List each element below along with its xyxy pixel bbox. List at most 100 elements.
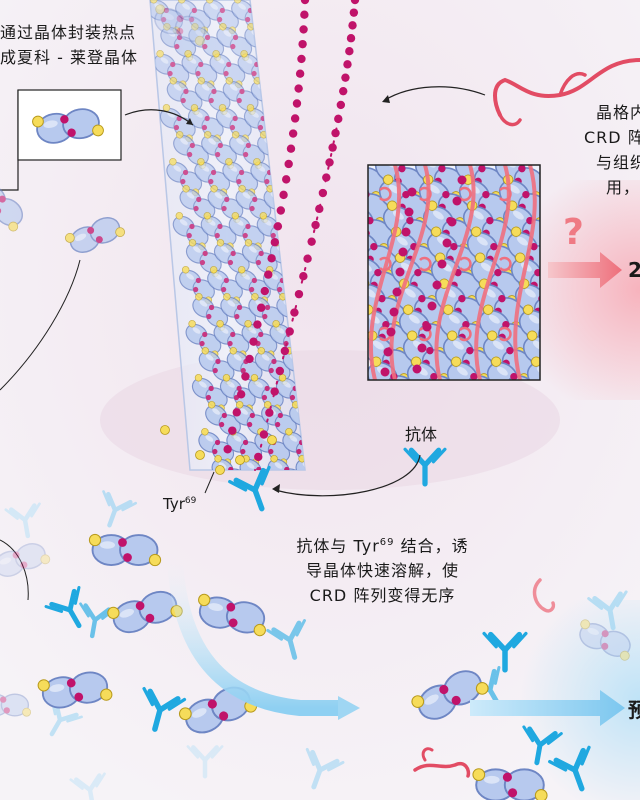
free-protein <box>154 4 206 46</box>
tyr-site <box>160 425 170 435</box>
free-protein <box>0 693 32 717</box>
tyr-site <box>267 435 277 445</box>
inset-dot <box>398 247 408 257</box>
antibody-icon <box>142 687 187 732</box>
inset-dot <box>452 196 462 206</box>
chain-dot <box>336 100 346 110</box>
chain-dot <box>303 254 312 263</box>
chain-dot <box>300 10 309 19</box>
inset-dot <box>457 175 467 185</box>
free-protein <box>198 593 266 637</box>
chain-dot <box>349 8 359 17</box>
chain-dot <box>325 158 334 167</box>
bottom-caption-line1-b: 结合，诱 <box>394 536 469 556</box>
free-protein <box>0 183 24 232</box>
chain-dot <box>228 426 237 435</box>
top-right-caption-line3: 与组织 <box>596 153 640 172</box>
chain-dot <box>343 60 352 69</box>
top-right-caption-line4: 用， <box>606 178 640 197</box>
chain-dot <box>334 114 343 124</box>
chain-dot <box>315 204 324 214</box>
chain-dot <box>253 320 262 329</box>
fiber-inset-border <box>367 164 541 381</box>
red-arrow-label: 2 <box>628 258 640 282</box>
chain-dot <box>299 25 308 34</box>
inset-protein <box>32 108 104 144</box>
inset-dot <box>389 307 399 317</box>
chain-dot <box>264 270 273 279</box>
antibody-icon <box>44 586 82 629</box>
free-protein <box>472 768 548 800</box>
bottom-caption-line1: 抗体与 Tyr69 结合，诱 <box>270 530 495 558</box>
chain-dot <box>290 114 300 123</box>
chain-dot <box>256 303 266 312</box>
chain-dot <box>328 143 337 152</box>
antibody-icon <box>186 745 224 779</box>
antibody-icon <box>403 447 447 487</box>
chain-dot <box>307 237 316 246</box>
antibody-icon <box>4 502 41 539</box>
chain-dot <box>223 445 232 454</box>
fiber-inset <box>367 164 541 381</box>
inset-dot <box>386 327 396 337</box>
chain-dot <box>276 206 286 215</box>
inset-dot <box>437 259 447 269</box>
bottom-caption: 抗体与 Tyr69 结合，诱 导晶体快速溶解，使 CRD 阵列变得无序 <box>270 530 495 608</box>
inset-fiber-hook <box>459 326 472 342</box>
inset-dot <box>432 280 442 290</box>
chain-dot <box>236 390 246 399</box>
inset-dot <box>417 343 427 353</box>
antibody-icon <box>305 747 345 790</box>
tyr-label-text: Tyr <box>163 495 185 513</box>
inset-fiber-hook <box>499 256 512 272</box>
chain-dot <box>350 0 360 5</box>
free-protein <box>0 543 51 577</box>
left-curve-line <box>0 259 81 391</box>
free-protein <box>579 619 631 661</box>
tyr-label: Tyr69 <box>163 495 196 513</box>
inset-fiber-hook <box>459 256 472 272</box>
chain-dot <box>288 129 298 138</box>
inset-fiber <box>513 165 537 380</box>
inset-fiber-hook <box>459 186 472 202</box>
chain-dot <box>311 220 320 230</box>
inset-dot <box>427 301 437 311</box>
inset-fiber-hook <box>499 326 512 342</box>
chain-dot <box>294 289 304 299</box>
tyr-site <box>215 465 225 475</box>
inset-fiber-hook <box>419 256 432 272</box>
chain-dot <box>345 47 354 56</box>
crystal-protein <box>267 455 304 470</box>
chain-dot <box>284 159 293 169</box>
chain-dot <box>322 173 331 182</box>
tyr-pointer <box>204 471 215 494</box>
chain-dot <box>285 327 294 336</box>
antibody-icon <box>79 602 116 639</box>
chain-dot <box>275 366 285 376</box>
chain-dot <box>245 354 254 364</box>
chain-dot <box>341 73 350 82</box>
bottom-straight-arrow <box>470 690 625 726</box>
bottom-right-label: 预 <box>628 698 640 722</box>
inset-fiber-hook <box>419 186 432 202</box>
bottom-caption-line2: 导晶体快速溶解，使 <box>305 561 459 581</box>
antibody-icon <box>548 745 591 792</box>
chain-dot <box>259 430 269 439</box>
crystal-protein <box>160 23 197 61</box>
antibody-icon <box>522 725 563 766</box>
chain-dot <box>297 54 306 64</box>
free-protein <box>411 670 489 720</box>
free-protein <box>37 671 113 709</box>
crystal-protein <box>153 50 190 88</box>
top-left-caption-line2: 成夏科 - 莱登晶体 <box>0 48 138 67</box>
chain-dot <box>300 0 310 5</box>
chain-dot <box>298 39 307 49</box>
chain-dot <box>273 222 283 231</box>
chain-dot <box>267 254 276 263</box>
top-right-caption-line2: CRD 阵 <box>584 128 640 147</box>
top-left-caption: 通过晶体封装热点 成夏科 - 莱登晶体 <box>0 20 190 70</box>
inset-dot <box>407 187 417 197</box>
top-right-fiber <box>382 58 640 127</box>
chain-dot <box>282 175 291 184</box>
